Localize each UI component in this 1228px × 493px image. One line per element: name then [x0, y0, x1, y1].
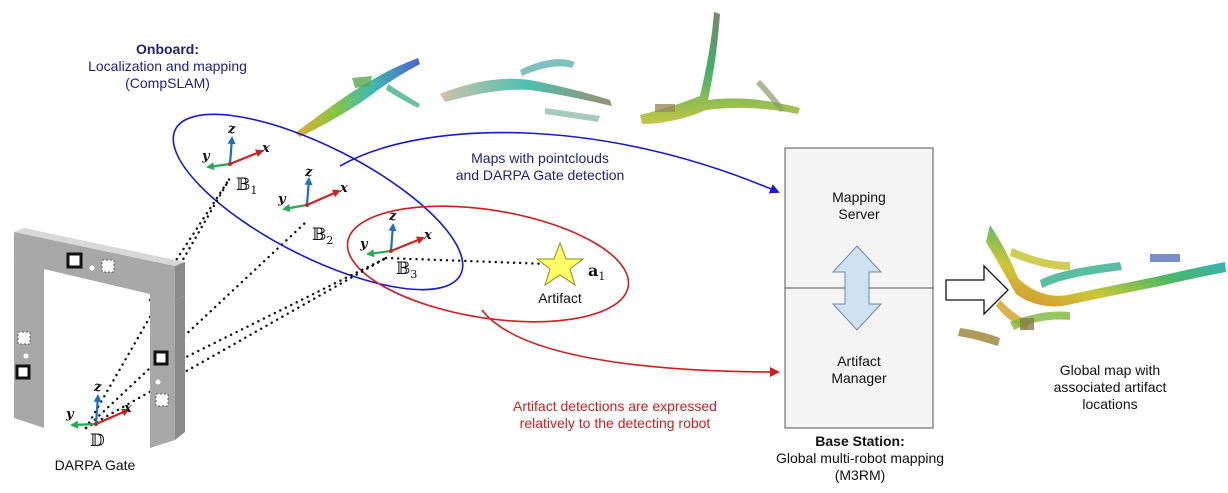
maps-label-line2: and DARPA Gate detection: [455, 167, 625, 183]
frame-b2: x y z 𝔹2: [277, 165, 348, 247]
onboard-pointcloud-1: [295, 58, 420, 137]
frame-d-axis-z: z: [93, 380, 102, 395]
maps-label-line1: Maps with pointclouds: [471, 150, 609, 166]
frame-b1-axis-y: y: [201, 149, 211, 164]
onboard-pointcloud-3: [640, 12, 800, 124]
base-station-line2: (M3RM): [834, 467, 886, 483]
frame-b3-label: 𝔹3: [396, 259, 417, 281]
maps-arrow: [339, 131, 780, 194]
frame-b3-axis-z: z: [388, 209, 397, 224]
onboard-blue-ellipse: [172, 113, 464, 291]
frame-b1-label: 𝔹1: [236, 175, 257, 197]
darpa-gate: [14, 228, 185, 448]
onboard-title: Onboard:: [136, 41, 199, 57]
onboard-line2: (CompSLAM): [125, 75, 210, 91]
frame-d-axis-y: y: [65, 407, 75, 422]
artifact-manager-label: Artifact Manager: [785, 353, 933, 387]
frame-d: x y z 𝔻: [65, 380, 132, 451]
artifact-star-icon: [535, 241, 585, 287]
mapping-server-line2: Server: [838, 206, 880, 222]
artifact-detection-line1: Artifact detections are expressed: [513, 398, 717, 414]
double-arrow-icon: [831, 245, 883, 331]
artifact-red-ellipse: [346, 205, 630, 323]
global-map-pointcloud: [958, 225, 1226, 346]
global-map-line2: associated artifact: [1053, 379, 1167, 395]
frame-b3-axis-y: y: [359, 237, 369, 252]
frame-b2-axis-y: y: [277, 192, 287, 207]
frame-b2-label: 𝔹2: [312, 225, 333, 247]
artifact-detection-arrow: [481, 309, 780, 377]
global-map-line3: locations: [1082, 396, 1138, 412]
frame-d-axis-x: x: [123, 401, 132, 416]
artifact-detection-label: Artifact detections are expressed relati…: [470, 398, 760, 432]
global-map-label: Global map with associated artifact loca…: [1030, 362, 1190, 413]
artifact-a1-label: a1: [588, 261, 605, 283]
base-station-line1: Global multi-robot mapping: [775, 450, 945, 466]
mapping-server-label: Mapping Server: [785, 189, 933, 223]
frame-b3-axis-x: x: [423, 228, 432, 243]
frame-b1-axis-x: x: [261, 141, 270, 156]
output-arrow-icon: [945, 264, 1009, 316]
frame-d-label: 𝔻: [90, 431, 105, 451]
artifact-detection-line2: relatively to the detecting robot: [519, 415, 711, 431]
frame-b2-axis-z: z: [304, 165, 313, 180]
frame-b3: x y z 𝔹3: [359, 209, 432, 281]
onboard-label: Onboard: Localization and mapping (CompS…: [60, 41, 275, 92]
frame-b1: x y z 𝔹1: [201, 122, 270, 197]
base-station-label: Base Station: Global multi-robot mapping…: [740, 433, 980, 484]
maps-label: Maps with pointclouds and DARPA Gate det…: [420, 150, 660, 184]
global-map-line1: Global map with: [1059, 362, 1161, 378]
frame-b2-axis-x: x: [339, 181, 348, 196]
mapping-server-line1: Mapping: [832, 189, 886, 205]
onboard-pointcloud-2: [440, 59, 612, 122]
base-station-title: Base Station:: [815, 433, 905, 449]
artifact-manager-line1: Artifact: [837, 353, 881, 369]
onboard-line1: Localization and mapping: [88, 58, 247, 74]
frame-b1-axis-z: z: [227, 122, 236, 137]
artifact-manager-line2: Manager: [831, 370, 887, 386]
darpa-gate-label: DARPA Gate: [54, 457, 136, 473]
artifact-label: Artifact: [538, 290, 582, 306]
